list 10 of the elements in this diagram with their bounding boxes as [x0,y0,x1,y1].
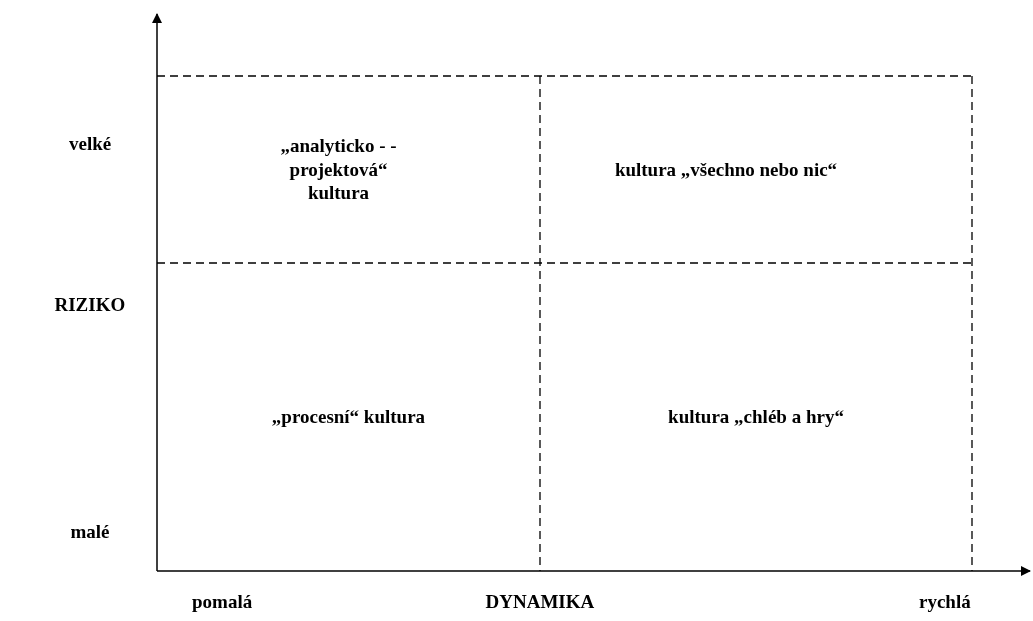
quadrant-text: kultura „všechno nebo nic“ [613,157,839,182]
axis-title: RIZIKO [54,294,126,316]
quadrant-text: „procesní“ kultura [270,405,427,429]
quadrant-text: kultura „chléb a hry“ [667,405,845,429]
axis-value: malé [70,521,110,543]
axis-title: DYNAMIKA [485,591,595,613]
axis-value: pomalá [192,591,253,613]
quadrant-text: „analyticko - - projektová“ kultura [279,133,398,206]
axis-value: rychlá [919,591,971,613]
axis-value: velké [69,133,112,155]
